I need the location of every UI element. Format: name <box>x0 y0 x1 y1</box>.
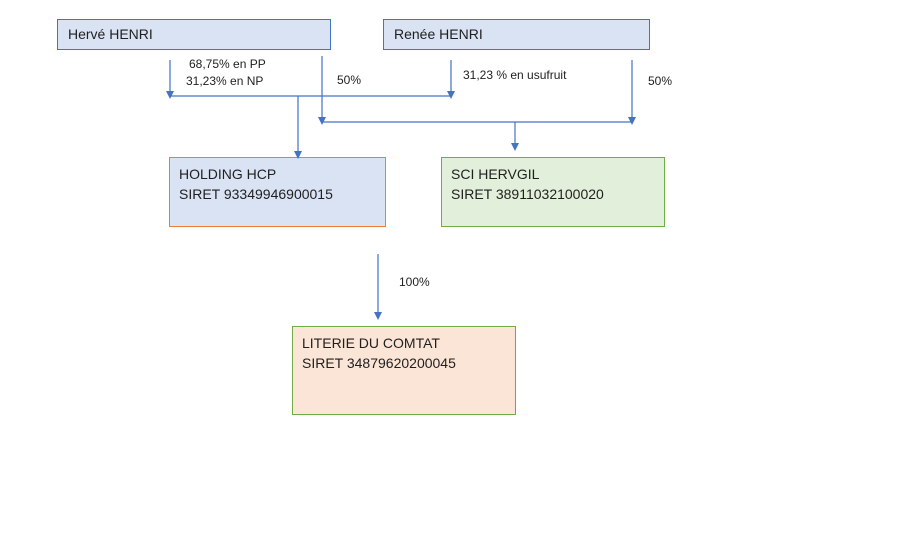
sci-name: SCI HERVGIL <box>451 166 540 182</box>
sci-siret: SIRET 38911032100020 <box>451 186 604 202</box>
entity-sci-hervgil: SCI HERVGIL SIRET 38911032100020 <box>441 157 665 227</box>
label-herve-sci: 50% <box>337 73 362 87</box>
entity-literie-du-comtat: LITERIE DU COMTAT SIRET 34879620200045 <box>292 326 516 415</box>
label-holding-literie: 100% <box>399 275 430 289</box>
person-renee-henri: Renée HENRI <box>383 19 650 50</box>
literie-siret: SIRET 34879620200045 <box>302 355 456 371</box>
literie-name: LITERIE DU COMTAT <box>302 335 440 351</box>
label-herve-pp: 68,75% en PP <box>189 57 266 71</box>
label-renee-usufruit: 31,23 % en usufruit <box>463 68 567 82</box>
person-renee-name: Renée HENRI <box>394 26 483 42</box>
entity-holding-hcp: HOLDING HCP SIRET 93349946900015 <box>169 157 386 227</box>
holding-siret: SIRET 93349946900015 <box>179 186 333 202</box>
holding-name: HOLDING HCP <box>179 166 277 182</box>
label-herve-np: 31,23% en NP <box>186 74 264 88</box>
person-herve-name: Hervé HENRI <box>68 26 153 42</box>
person-herve-henri: Hervé HENRI <box>57 19 331 50</box>
label-renee-sci: 50% <box>648 74 673 88</box>
